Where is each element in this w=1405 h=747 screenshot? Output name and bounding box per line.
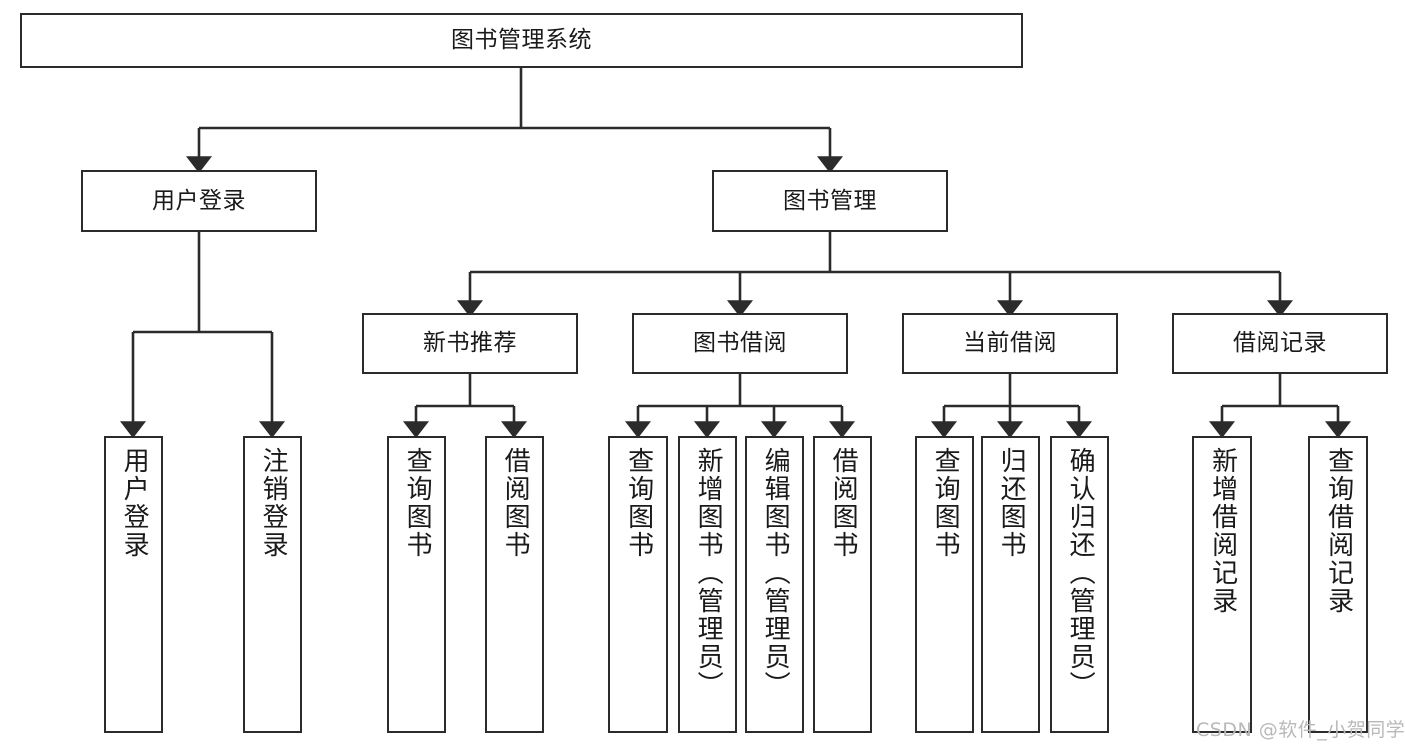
node-label: 图书借阅	[693, 330, 787, 357]
node-label: 查询图书	[623, 447, 654, 559]
node-label: 新书推荐	[423, 330, 517, 357]
leaf-logout-login[interactable]: 注销登录	[243, 436, 302, 733]
leaf-query-book-3[interactable]: 查询图书	[915, 436, 974, 733]
leaf-return-book[interactable]: 归还图书	[981, 436, 1040, 733]
leaf-add-borrow-record[interactable]: 新增借阅记录	[1192, 436, 1252, 733]
leaf-user-login[interactable]: 用户登录	[104, 436, 163, 733]
node-book-borrow[interactable]: 图书借阅	[632, 313, 848, 374]
leaf-query-book-1[interactable]: 查询图书	[387, 436, 446, 733]
node-book-management[interactable]: 图书管理	[712, 170, 948, 232]
node-root-book-management-system[interactable]: 图书管理系统	[20, 13, 1023, 68]
node-user-login[interactable]: 用户登录	[81, 170, 317, 232]
node-current-borrow[interactable]: 当前借阅	[902, 313, 1118, 374]
leaf-confirm-return[interactable]: 确认归还（管理员）	[1050, 436, 1109, 733]
node-label: 注销登录	[258, 447, 289, 559]
node-label: 借阅记录	[1233, 330, 1327, 357]
node-label: 图书管理系统	[451, 27, 592, 54]
node-label: 归还图书	[996, 447, 1027, 559]
node-new-book-recommend[interactable]: 新书推荐	[362, 313, 578, 374]
node-label: 新增图书（管理员）	[693, 447, 724, 699]
csdn-watermark: CSDN @软件_小贺同学	[1196, 719, 1405, 741]
leaf-borrow-book-2[interactable]: 借阅图书	[813, 436, 872, 733]
node-label: 查询图书	[930, 447, 961, 559]
leaf-query-book-2[interactable]: 查询图书	[608, 436, 668, 733]
node-label: 编辑图书（管理员）	[760, 447, 791, 699]
node-label: 新增借阅记录	[1207, 447, 1238, 615]
node-label: 用户登录	[152, 187, 246, 214]
leaf-borrow-book-1[interactable]: 借阅图书	[485, 436, 544, 733]
node-borrow-record[interactable]: 借阅记录	[1172, 313, 1388, 374]
node-label: 借阅图书	[500, 447, 531, 559]
leaf-add-book[interactable]: 新增图书（管理员）	[678, 436, 737, 733]
node-label: 查询借阅记录	[1323, 447, 1354, 615]
leaf-edit-book[interactable]: 编辑图书（管理员）	[745, 436, 804, 733]
node-label: 借阅图书	[828, 447, 859, 559]
node-label: 确认归还（管理员）	[1065, 447, 1096, 699]
leaf-query-borrow-record[interactable]: 查询借阅记录	[1308, 436, 1368, 733]
node-label: 图书管理	[783, 187, 877, 214]
node-label: 用户登录	[119, 447, 150, 559]
node-label: 查询图书	[402, 447, 433, 559]
node-label: 当前借阅	[963, 330, 1057, 357]
